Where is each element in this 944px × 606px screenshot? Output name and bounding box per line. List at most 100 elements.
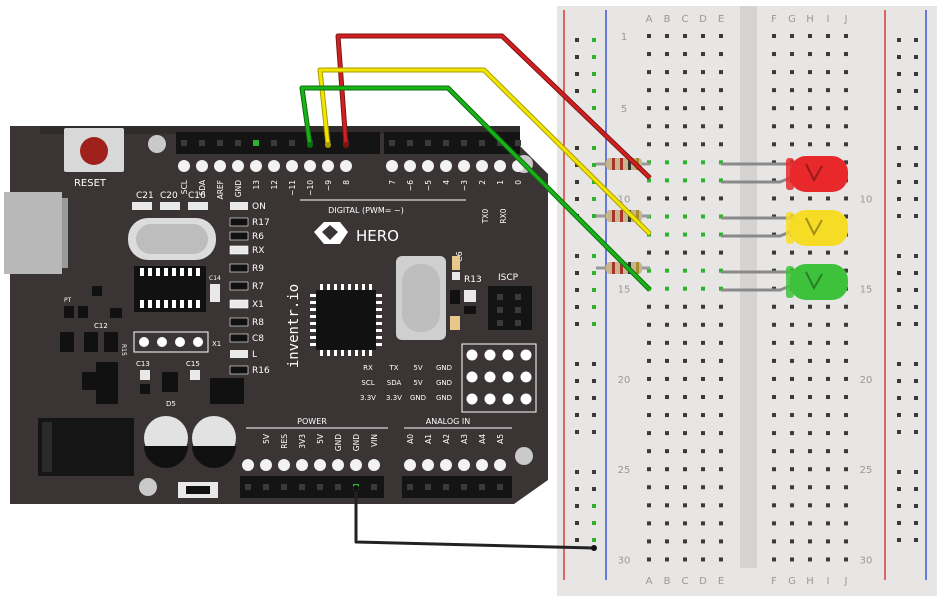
- breadboard-hole[interactable]: [683, 539, 687, 544]
- power-switch-slider[interactable]: [186, 486, 210, 494]
- breadboard-hole[interactable]: [683, 106, 687, 111]
- breadboard-hole[interactable]: [701, 52, 705, 57]
- rail-hole[interactable]: [592, 470, 596, 474]
- header-socket[interactable]: [461, 140, 467, 146]
- breadboard-hole[interactable]: [719, 178, 723, 183]
- rail-hole[interactable]: [575, 430, 579, 434]
- breadboard-hole[interactable]: [808, 376, 812, 381]
- rail-hole[interactable]: [897, 163, 901, 167]
- breadboard-hole[interactable]: [647, 34, 651, 38]
- breadboard-hole[interactable]: [790, 449, 794, 454]
- breadboard-hole[interactable]: [826, 340, 830, 345]
- rail-hole[interactable]: [592, 413, 596, 417]
- breadboard-hole[interactable]: [701, 503, 705, 508]
- header-socket[interactable]: [407, 140, 413, 146]
- breadboard-hole[interactable]: [701, 431, 705, 436]
- breadboard-hole[interactable]: [683, 286, 687, 291]
- breadboard-hole[interactable]: [683, 376, 687, 381]
- breadboard-hole[interactable]: [826, 52, 830, 57]
- breadboard-hole[interactable]: [665, 358, 669, 363]
- rail-hole[interactable]: [897, 396, 901, 400]
- breadboard-hole[interactable]: [683, 178, 687, 183]
- breadboard-hole[interactable]: [665, 340, 669, 345]
- breadboard-hole[interactable]: [844, 196, 848, 201]
- breadboard-hole[interactable]: [808, 70, 812, 75]
- breadboard-hole[interactable]: [701, 106, 705, 111]
- breadboard-hole[interactable]: [665, 142, 669, 147]
- breadboard-hole[interactable]: [719, 376, 723, 381]
- rail-hole[interactable]: [575, 55, 579, 59]
- breadboard-hole[interactable]: [701, 521, 705, 526]
- breadboard-hole[interactable]: [683, 250, 687, 255]
- rail-hole[interactable]: [592, 504, 596, 508]
- breadboard-hole[interactable]: [844, 340, 848, 345]
- breadboard-hole[interactable]: [701, 88, 705, 93]
- green-led[interactable]: [790, 264, 848, 300]
- rail-hole[interactable]: [914, 72, 918, 76]
- breadboard-hole[interactable]: [683, 214, 687, 219]
- breadboard-hole[interactable]: [683, 232, 687, 237]
- breadboard-hole[interactable]: [790, 431, 794, 436]
- breadboard-hole[interactable]: [772, 539, 776, 544]
- rail-hole[interactable]: [575, 271, 579, 275]
- breadboard-hole[interactable]: [772, 521, 776, 526]
- breadboard-hole[interactable]: [772, 178, 776, 183]
- red-led[interactable]: [790, 156, 848, 192]
- header-socket[interactable]: [253, 140, 259, 146]
- breadboard-hole[interactable]: [772, 142, 776, 147]
- breadboard-hole[interactable]: [647, 142, 651, 147]
- breadboard-hole[interactable]: [844, 358, 848, 363]
- breadboard-hole[interactable]: [683, 485, 687, 490]
- breadboard-hole[interactable]: [826, 358, 830, 363]
- header-socket[interactable]: [479, 140, 485, 146]
- header-socket[interactable]: [181, 140, 187, 146]
- rail-hole-active[interactable]: [592, 106, 596, 110]
- header-socket[interactable]: [317, 484, 323, 490]
- rail-hole[interactable]: [897, 180, 901, 184]
- breadboard-hole[interactable]: [844, 214, 848, 219]
- rail-hole[interactable]: [914, 106, 918, 110]
- rail-hole-active[interactable]: [592, 254, 596, 258]
- breadboard-hole[interactable]: [719, 196, 723, 201]
- breadboard-hole[interactable]: [826, 88, 830, 93]
- header-socket[interactable]: [443, 140, 449, 146]
- rail-hole[interactable]: [575, 305, 579, 309]
- breadboard-hole[interactable]: [844, 34, 848, 38]
- breadboard-hole[interactable]: [790, 521, 794, 526]
- breadboard-hole[interactable]: [772, 395, 776, 399]
- breadboard-hole[interactable]: [719, 70, 723, 75]
- rail-hole[interactable]: [592, 396, 596, 400]
- breadboard-hole[interactable]: [790, 196, 794, 201]
- breadboard-hole[interactable]: [844, 521, 848, 526]
- rail-hole[interactable]: [914, 521, 918, 525]
- breadboard-hole[interactable]: [701, 268, 705, 273]
- breadboard-hole[interactable]: [665, 376, 669, 381]
- breadboard-hole[interactable]: [719, 539, 723, 544]
- breadboard-hole[interactable]: [790, 340, 794, 345]
- breadboard-hole[interactable]: [719, 250, 723, 255]
- breadboard-hole[interactable]: [790, 376, 794, 381]
- breadboard-hole[interactable]: [790, 142, 794, 147]
- rail-hole-active[interactable]: [592, 38, 596, 42]
- breadboard-hole[interactable]: [701, 376, 705, 381]
- rail-hole[interactable]: [575, 146, 579, 150]
- breadboard-hole[interactable]: [844, 376, 848, 381]
- breadboard-hole[interactable]: [844, 160, 848, 165]
- breadboard-hole[interactable]: [719, 467, 723, 472]
- rail-hole-active[interactable]: [592, 197, 596, 201]
- wire-green[interactable]: [300, 86, 652, 292]
- breadboard-hole[interactable]: [790, 395, 794, 399]
- rail-hole[interactable]: [575, 72, 579, 76]
- breadboard-hole[interactable]: [772, 196, 776, 201]
- breadboard-hole[interactable]: [701, 340, 705, 345]
- breadboard-hole[interactable]: [701, 214, 705, 219]
- rail-hole[interactable]: [914, 180, 918, 184]
- breadboard-hole[interactable]: [790, 322, 794, 327]
- breadboard-hole[interactable]: [701, 304, 705, 309]
- breadboard-hole[interactable]: [790, 485, 794, 490]
- breadboard-hole[interactable]: [665, 88, 669, 93]
- breadboard-hole[interactable]: [808, 557, 812, 562]
- breadboard-hole[interactable]: [826, 539, 830, 544]
- breadboard-hole[interactable]: [701, 395, 705, 399]
- rail-hole[interactable]: [575, 89, 579, 93]
